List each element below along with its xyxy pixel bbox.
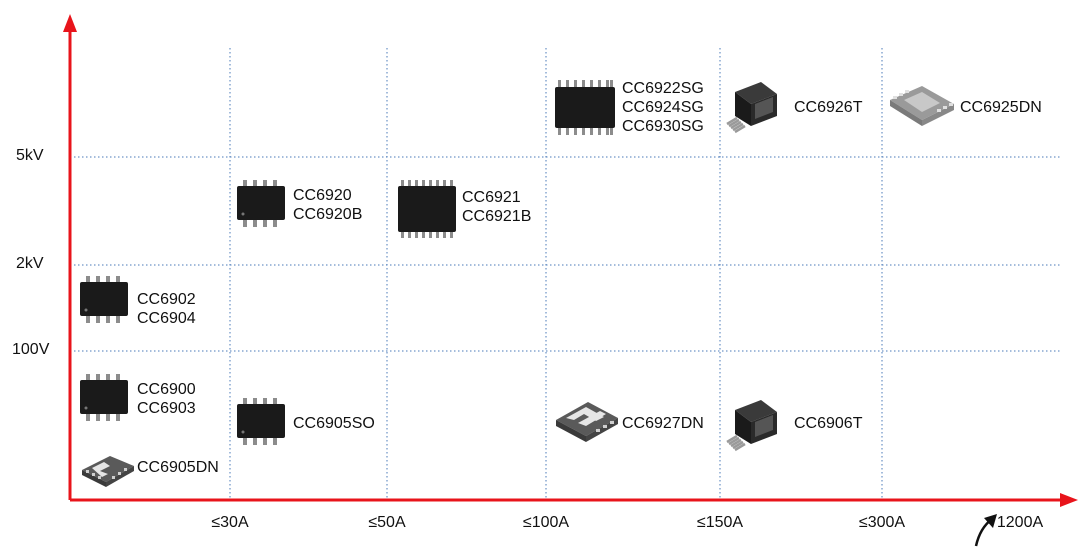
- part-name: CC6902: [137, 291, 196, 308]
- chip-cc6926t-icon: [725, 80, 779, 134]
- part-name: CC6903: [137, 400, 196, 417]
- part-label-cc6926t: CC6926T: [794, 98, 862, 117]
- x-label-1200a: 1200A: [996, 514, 1044, 531]
- part-label-cc6927dn: CC6927DN: [622, 414, 704, 433]
- y-label-100v: 100V: [12, 341, 50, 358]
- grid: [70, 48, 1060, 500]
- chip-cc6920-icon: [237, 180, 285, 227]
- chip-cc6906t-icon: [725, 398, 779, 452]
- part-name: CC6930SG: [622, 118, 704, 135]
- x-label-30a: ≤30A: [211, 514, 249, 531]
- part-name: CC6905DN: [137, 459, 219, 476]
- part-name: CC6920B: [293, 206, 363, 223]
- part-name: CC6906T: [794, 415, 863, 432]
- part-label-cc6905dn: CC6905DN: [137, 458, 219, 477]
- part-label-cc6920: CC6920 CC6920B: [293, 186, 362, 224]
- y-label-5kv: 5kV: [16, 147, 44, 164]
- chip-cc6905dn-icon: [82, 456, 134, 487]
- part-name: CC6900: [137, 381, 196, 398]
- part-name: CC6920: [293, 187, 352, 204]
- part-name: CC6927DN: [622, 415, 704, 432]
- chip-cc6902-icon: [80, 276, 128, 323]
- y-label-2kv: 2kV: [16, 255, 44, 272]
- curved-arrow-icon: [974, 514, 997, 547]
- part-label-cc6922: CC6922SG CC6924SG CC6930SG: [622, 79, 704, 136]
- part-name: CC6905SO: [293, 415, 375, 432]
- x-label-300a: ≤300A: [858, 514, 906, 531]
- x-label-50a: ≤50A: [368, 514, 406, 531]
- part-label-cc6925dn: CC6925DN: [960, 98, 1042, 117]
- chip-cc6922-icon: [555, 80, 615, 135]
- chip-cc6927dn-icon: [556, 402, 618, 442]
- axes: [63, 14, 1078, 507]
- part-label-cc6902: CC6902 CC6904: [137, 290, 196, 328]
- x-axis-arrow: [1060, 493, 1078, 507]
- part-label-cc6921: CC6921 CC6921B: [462, 188, 531, 226]
- chip-cc6900-icon: [80, 374, 128, 421]
- part-name: CC6925DN: [960, 99, 1042, 116]
- part-label-cc6906t: CC6906T: [794, 414, 862, 433]
- chip-cc6925dn-icon: [890, 86, 954, 126]
- part-name: CC6926T: [794, 99, 863, 116]
- x-label-150a: ≤150A: [696, 514, 744, 531]
- part-label-cc6900: CC6900 CC6903: [137, 380, 196, 418]
- y-axis-arrow: [63, 14, 77, 32]
- chip-cc6921-icon: [398, 180, 456, 238]
- part-name: CC6904: [137, 310, 196, 327]
- chip-cc6905so-icon: [237, 398, 285, 445]
- part-label-cc6905so: CC6905SO: [293, 414, 375, 433]
- part-name: CC6922SG: [622, 80, 704, 97]
- part-name: CC6921: [462, 189, 521, 206]
- part-name: CC6921B: [462, 208, 532, 225]
- x-label-100a: ≤100A: [522, 514, 570, 531]
- part-name: CC6924SG: [622, 99, 704, 116]
